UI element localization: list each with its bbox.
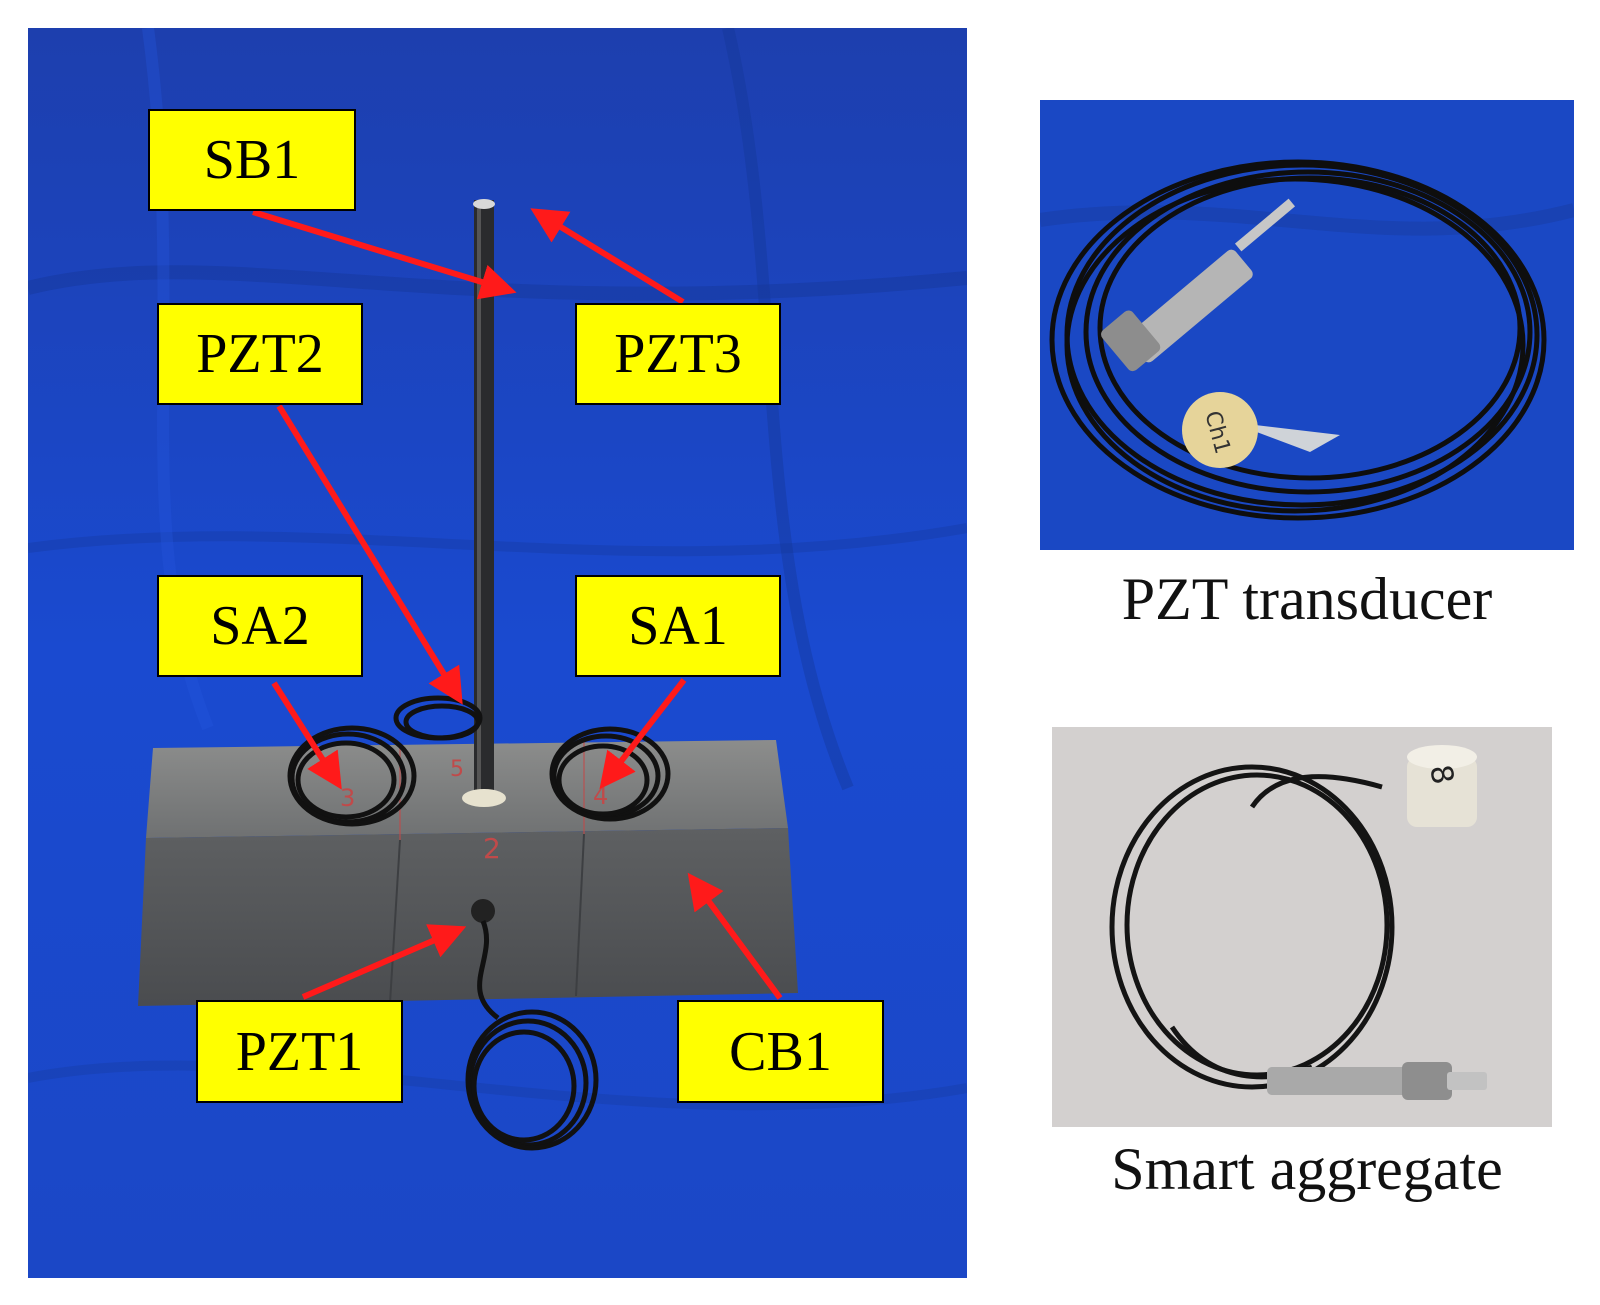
pzt-transducer-photo: Ch1	[1040, 100, 1574, 550]
label-pzt2-text: PZT2	[196, 323, 324, 385]
label-sb1-text: SB1	[203, 129, 301, 191]
label-pzt2: PZT2	[157, 303, 363, 405]
label-sa1: SA1	[575, 575, 781, 677]
cable-coil	[1109, 764, 1395, 1090]
sensor-mark-mid: 5	[450, 757, 464, 782]
caption-smart-aggregate: Smart aggregate	[1111, 1136, 1503, 1202]
label-cb1-text: CB1	[729, 1020, 832, 1083]
cable-coil	[1049, 159, 1547, 521]
label-sa2-text: SA2	[210, 595, 310, 657]
bnc-connector-icon	[1267, 1062, 1487, 1100]
bnc-connector-icon	[1101, 198, 1296, 372]
smart-aggregate-cylinder-icon: 8	[1407, 745, 1477, 827]
sensor-mark-left: 3	[340, 784, 355, 812]
label-sb1: SB1	[148, 109, 356, 211]
label-pzt1: PZT1	[196, 1000, 403, 1103]
label-pzt1-text: PZT1	[235, 1020, 364, 1083]
pzt-patch-icon: Ch1	[1182, 392, 1340, 468]
caption-pzt-transducer: PZT transducer	[1121, 566, 1493, 632]
smart-aggregate-photo: 8	[1052, 727, 1552, 1127]
label-pzt3-text: PZT3	[614, 323, 742, 385]
label-cb1: CB1	[677, 1000, 884, 1103]
label-sa1-text: SA1	[628, 595, 728, 657]
label-pzt3: PZT3	[575, 303, 781, 405]
block-mark-text: 2	[483, 832, 501, 865]
concrete-block: 2	[138, 740, 798, 1006]
sensor-mark-right: 4	[593, 782, 608, 810]
label-sa2: SA2	[157, 575, 363, 677]
steel-rebar	[462, 199, 506, 807]
